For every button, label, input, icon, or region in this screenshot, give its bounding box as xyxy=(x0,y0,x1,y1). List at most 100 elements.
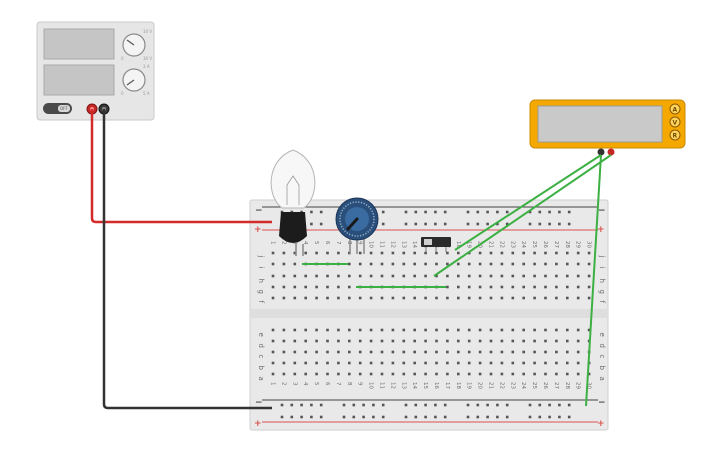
wire-green-probe-com-upper[interactable] xyxy=(454,154,602,251)
hole-h-27[interactable] xyxy=(555,274,558,278)
hole-a-15[interactable] xyxy=(424,372,427,376)
hole-i-3[interactable] xyxy=(293,262,297,266)
rail-hole-bottom-negative[interactable] xyxy=(466,403,470,407)
hole-j-29[interactable] xyxy=(576,251,580,255)
hole-c-21[interactable] xyxy=(489,350,493,354)
hole-g-8[interactable] xyxy=(348,285,351,289)
rail-hole-top-negative[interactable] xyxy=(558,210,561,214)
hole-h-2[interactable] xyxy=(282,274,286,278)
hole-e-22[interactable] xyxy=(500,328,504,332)
hole-a-28[interactable] xyxy=(566,372,569,376)
hole-e-16[interactable] xyxy=(435,328,438,332)
hole-i-24[interactable] xyxy=(522,262,525,266)
mode-button-ohmmeter[interactable]: R xyxy=(669,129,681,141)
hole-e-12[interactable] xyxy=(391,328,395,332)
hole-i-18[interactable] xyxy=(457,262,460,266)
hole-e-15[interactable] xyxy=(424,328,427,332)
wires[interactable] xyxy=(90,109,612,410)
wire-green-probe-positive[interactable] xyxy=(433,154,612,277)
hole-h-25[interactable] xyxy=(533,274,536,278)
hole-d-28[interactable] xyxy=(566,339,569,343)
rail-hole-bottom-negative[interactable] xyxy=(528,403,532,407)
hole-e-25[interactable] xyxy=(533,328,536,332)
hole-f-22[interactable] xyxy=(500,296,504,300)
hole-h-20[interactable] xyxy=(478,274,482,278)
rail-hole-bottom-negative[interactable] xyxy=(538,403,542,407)
current-knob[interactable] xyxy=(122,68,146,92)
rail-hole-bottom-positive[interactable] xyxy=(362,415,365,419)
rail-hole-top-negative[interactable] xyxy=(486,210,489,214)
hole-d-15[interactable] xyxy=(424,339,427,343)
rail-hole-top-positive[interactable] xyxy=(476,222,480,226)
hole-c-18[interactable] xyxy=(457,350,460,354)
hole-a-24[interactable] xyxy=(522,372,525,376)
hole-f-3[interactable] xyxy=(293,296,297,300)
hole-f-21[interactable] xyxy=(489,296,493,300)
multimeter-com-probe[interactable] xyxy=(597,148,605,156)
rail-hole-top-positive[interactable] xyxy=(548,222,551,226)
switch-slider[interactable] xyxy=(424,239,432,245)
hole-h-18[interactable] xyxy=(457,274,460,278)
hole-h-3[interactable] xyxy=(293,274,297,278)
hole-j-11[interactable] xyxy=(380,251,384,255)
rail-hole-top-positive[interactable] xyxy=(496,222,499,226)
hole-b-4[interactable] xyxy=(304,361,307,365)
hole-i-11[interactable] xyxy=(380,262,384,266)
hole-g-17[interactable] xyxy=(446,285,449,289)
rail-hole-top-negative[interactable] xyxy=(505,210,509,214)
hole-d-13[interactable] xyxy=(402,339,406,343)
hole-d-3[interactable] xyxy=(293,339,297,343)
hole-e-24[interactable] xyxy=(522,328,525,332)
hole-d-14[interactable] xyxy=(413,339,416,343)
hole-b-22[interactable] xyxy=(500,361,504,365)
hole-i-15[interactable] xyxy=(424,262,427,266)
hole-h-1[interactable] xyxy=(271,274,275,278)
hole-j-25[interactable] xyxy=(533,251,536,255)
hole-d-1[interactable] xyxy=(271,339,275,343)
rail-hole-top-negative[interactable] xyxy=(567,210,571,214)
hole-d-22[interactable] xyxy=(500,339,504,343)
hole-f-10[interactable] xyxy=(369,296,373,300)
hole-c-3[interactable] xyxy=(293,350,297,354)
rail-hole-bottom-negative[interactable] xyxy=(567,403,571,407)
rail-hole-top-positive[interactable] xyxy=(381,222,385,226)
rail-hole-top-positive[interactable] xyxy=(558,222,561,226)
hole-i-26[interactable] xyxy=(544,262,547,266)
hole-d-4[interactable] xyxy=(304,339,307,343)
hole-h-8[interactable] xyxy=(348,274,351,278)
hole-e-11[interactable] xyxy=(380,328,384,332)
hole-b-28[interactable] xyxy=(566,361,569,365)
hole-c-11[interactable] xyxy=(380,350,384,354)
hole-f-8[interactable] xyxy=(348,296,351,300)
hole-i-19[interactable] xyxy=(467,262,471,266)
hole-c-29[interactable] xyxy=(576,350,580,354)
hole-h-12[interactable] xyxy=(391,274,395,278)
mode-button-voltmeter[interactable]: V xyxy=(669,116,681,128)
hole-e-23[interactable] xyxy=(511,328,515,332)
rail-hole-bottom-negative[interactable] xyxy=(505,403,509,407)
hole-h-4[interactable] xyxy=(304,274,307,278)
hole-c-26[interactable] xyxy=(544,350,547,354)
rail-hole-bottom-positive[interactable] xyxy=(414,415,418,419)
hole-a-25[interactable] xyxy=(533,372,536,376)
hole-g-18[interactable] xyxy=(457,285,460,289)
hole-c-12[interactable] xyxy=(391,350,395,354)
hole-h-16[interactable] xyxy=(435,274,438,278)
rail-hole-top-positive[interactable] xyxy=(319,222,323,226)
hole-f-23[interactable] xyxy=(511,296,515,300)
rail-hole-bottom-negative[interactable] xyxy=(362,403,365,407)
hole-c-23[interactable] xyxy=(511,350,515,354)
hole-g-22[interactable] xyxy=(500,285,504,289)
hole-g-4[interactable] xyxy=(304,285,307,289)
rail-hole-bottom-negative[interactable] xyxy=(372,403,375,407)
hole-b-18[interactable] xyxy=(457,361,460,365)
rail-hole-bottom-negative[interactable] xyxy=(558,403,561,407)
hole-h-28[interactable] xyxy=(566,274,569,278)
hole-d-2[interactable] xyxy=(282,339,286,343)
hole-c-27[interactable] xyxy=(555,350,558,354)
rail-hole-bottom-negative[interactable] xyxy=(342,403,346,407)
hole-e-9[interactable] xyxy=(358,328,362,332)
hole-g-23[interactable] xyxy=(511,285,515,289)
hole-d-6[interactable] xyxy=(326,339,329,343)
rail-hole-bottom-negative[interactable] xyxy=(434,403,437,407)
